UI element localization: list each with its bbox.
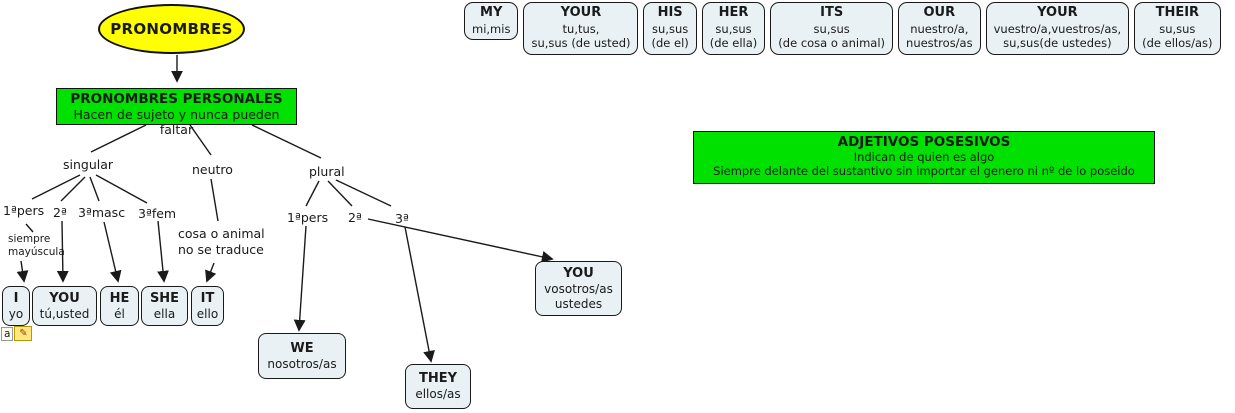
possessive-es: nuestros/as bbox=[906, 36, 973, 51]
plural-sub-2a: 2ª bbox=[348, 210, 362, 225]
pronoun-node-i: I yo bbox=[2, 286, 30, 326]
singular-sub-3fem: 3ªfem bbox=[138, 206, 177, 221]
pronoun-es: ello bbox=[196, 306, 219, 321]
pronoun-node-she: SHE ella bbox=[141, 286, 188, 326]
possessive-en: HER bbox=[718, 5, 749, 20]
possessive-en: OUR bbox=[923, 5, 956, 20]
pronoun-es2: ustedes bbox=[554, 296, 603, 311]
annotation-line: mayúscula bbox=[8, 245, 65, 258]
pronoun-node-they: THEY ellos/as bbox=[405, 364, 471, 409]
note-attachment-icon[interactable]: a ✎ bbox=[1, 326, 33, 341]
annotation-neutro-note: cosa o animal no se traduce bbox=[178, 226, 265, 259]
pronoun-es: ellos/as bbox=[415, 387, 461, 402]
possessive-es: vuestro/a,vuestros/as, bbox=[993, 21, 1122, 36]
possessive-es: (de el) bbox=[651, 36, 689, 51]
pronoun-node-it: IT ello bbox=[191, 286, 224, 326]
personales-subtitle: Hacen de sujeto y nunca pueden faltar bbox=[73, 107, 280, 137]
possessive-en: HIS bbox=[657, 5, 683, 20]
branch-singular: singular bbox=[63, 157, 114, 172]
pronoun-es: tú,usted bbox=[39, 306, 90, 321]
singular-sub-3masc: 3ªmasc bbox=[78, 205, 126, 220]
branch-plural: plural bbox=[309, 164, 345, 179]
personales-header-box: PRONOMBRES PERSONALES Hacen de sujeto y … bbox=[56, 88, 297, 137]
possessive-es: su,sus (de usted) bbox=[531, 36, 631, 51]
pronoun-en: HE bbox=[109, 290, 130, 306]
possessive-es: su,sus bbox=[652, 21, 689, 36]
possessive-box-our: OUR nuestro/a, nuestros/as bbox=[898, 2, 981, 55]
pronoun-en: YOU bbox=[563, 265, 594, 281]
root-label: PRONOMBRES bbox=[110, 20, 233, 38]
posesivos-line2: Siempre delante del sustantivo sin impor… bbox=[713, 164, 1135, 179]
possessives-row: MY mi,mis YOUR tu,tus, su,sus (de usted)… bbox=[464, 2, 1221, 55]
annotation-line: siempre bbox=[8, 233, 51, 245]
possessive-box-its: ITS su,sus (de cosa o animal) bbox=[770, 2, 894, 55]
plural-sub-1pers: 1ªpers bbox=[287, 210, 329, 225]
possessive-box-your-singular: YOUR tu,tus, su,sus (de usted) bbox=[523, 2, 639, 55]
annotation-line: cosa o animal bbox=[178, 226, 265, 241]
possessive-es: su,sus bbox=[715, 21, 752, 36]
pronoun-node-you-singular: YOU tú,usted bbox=[32, 286, 97, 326]
possessive-box-their: THEIR su,sus (de ellos/as) bbox=[1134, 2, 1221, 55]
pronoun-node-you-plural: YOU vosotros/as ustedes bbox=[535, 261, 622, 316]
possessive-es: nuestro/a, bbox=[910, 21, 969, 36]
branch-neutro: neutro bbox=[192, 162, 233, 177]
possessive-es: su,sus(de ustedes) bbox=[1003, 36, 1112, 51]
possessive-es: su,sus bbox=[813, 21, 850, 36]
possessive-es: tu,tus, bbox=[562, 21, 600, 36]
possessive-box-your-plural: YOUR vuestro/a,vuestros/as, su,sus(de us… bbox=[985, 2, 1130, 55]
possessive-en: THEIR bbox=[1155, 5, 1200, 20]
possessive-en: YOUR bbox=[560, 5, 602, 20]
note-pencil-icon: ✎ bbox=[14, 326, 33, 341]
pronoun-en: IT bbox=[200, 290, 215, 306]
possessive-es: (de ellos/as) bbox=[1142, 36, 1213, 51]
singular-sub-2a: 2ª bbox=[53, 205, 67, 220]
pronoun-es: nosotros/as bbox=[267, 356, 337, 371]
plural-sub-3a: 3ª bbox=[395, 211, 409, 226]
pronoun-es: vosotros/as bbox=[544, 282, 613, 297]
pronoun-node-he: HE él bbox=[100, 286, 139, 326]
possessive-box-her: HER su,sus (de ella) bbox=[701, 2, 766, 55]
posesivos-line1: Indican de quien es algo bbox=[853, 150, 995, 164]
possessive-en: MY bbox=[480, 5, 503, 20]
annotation-siempre-mayuscula: siempre mayúscula bbox=[8, 233, 65, 258]
possessive-es: su,sus bbox=[1159, 21, 1196, 36]
pronoun-es: yo bbox=[8, 306, 24, 321]
pronoun-en: WE bbox=[290, 340, 314, 356]
root-node-pronombres: PRONOMBRES bbox=[98, 4, 245, 54]
possessive-box-my: MY mi,mis bbox=[464, 2, 519, 41]
possessive-es: (de ella) bbox=[709, 36, 758, 51]
possessive-es: mi,mis bbox=[472, 21, 511, 36]
note-label: a bbox=[1, 326, 14, 341]
singular-sub-1pers: 1ªpers bbox=[3, 203, 45, 218]
possessive-en: ITS bbox=[820, 5, 844, 20]
pronoun-en: THEY bbox=[418, 371, 458, 387]
possessive-es: (de cosa o animal) bbox=[778, 36, 886, 51]
pronoun-en: I bbox=[13, 290, 19, 306]
pronoun-es: ella bbox=[153, 306, 176, 321]
personales-title: PRONOMBRES PERSONALES bbox=[70, 91, 283, 107]
pronoun-node-we: WE nosotros/as bbox=[258, 333, 346, 379]
posesivos-header-box: ADJETIVOS POSESIVOS Indican de quien es … bbox=[693, 131, 1155, 184]
annotation-line: no se traduce bbox=[178, 242, 264, 258]
posesivos-title: ADJETIVOS POSESIVOS bbox=[837, 134, 1011, 150]
possessive-box-his: HIS su,sus (de el) bbox=[643, 2, 697, 55]
pronoun-en: YOU bbox=[49, 290, 80, 306]
pronoun-es: él bbox=[114, 306, 125, 321]
possessive-en: YOUR bbox=[1037, 5, 1078, 20]
pronoun-en: SHE bbox=[149, 290, 180, 306]
